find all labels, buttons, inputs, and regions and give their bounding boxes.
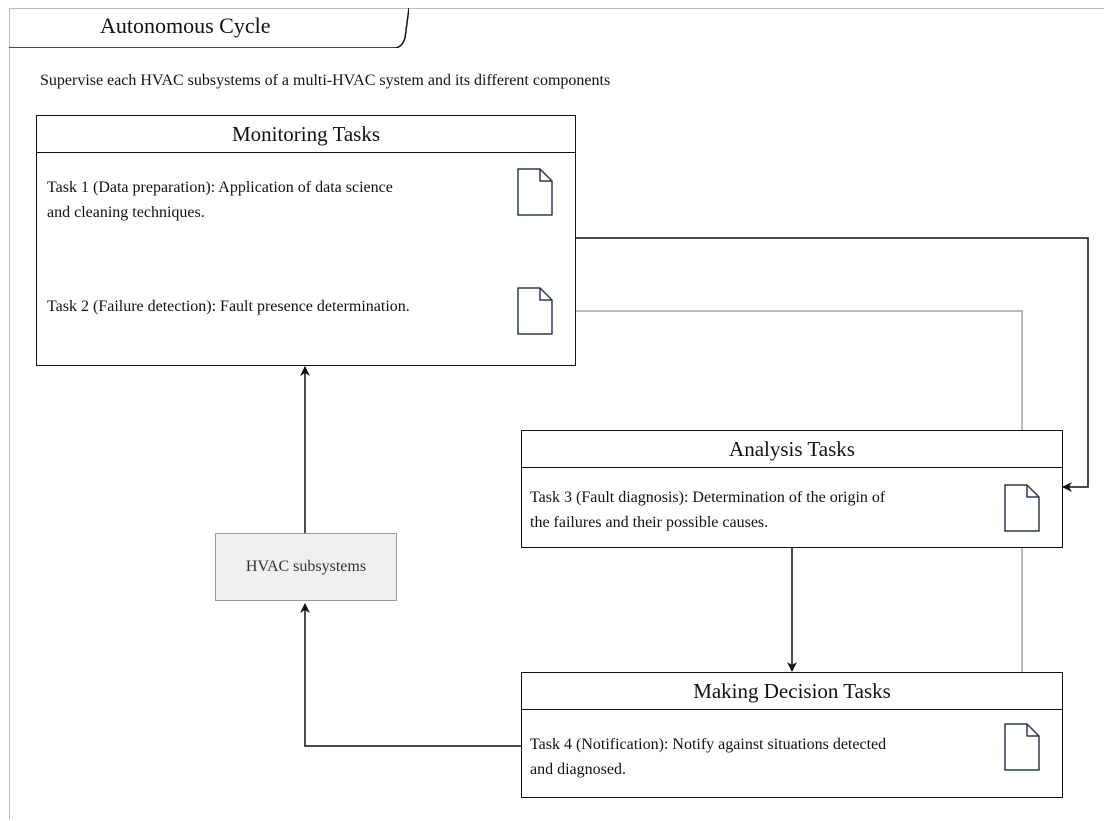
- task-3-document-icon: [1004, 484, 1040, 532]
- hvac-subsystems-box: HVAC subsystems: [215, 533, 397, 601]
- arrow-monitoring-to-analysis: [575, 237, 1089, 492]
- making-decision-tasks-box: Making Decision Tasks: [521, 672, 1063, 798]
- title-tab: [9, 8, 409, 48]
- task-1-document-icon: [517, 168, 553, 216]
- monitoring-tasks-header: Monitoring Tasks: [37, 116, 575, 153]
- diagram-title: Autonomous Cycle: [100, 13, 271, 38]
- task-2-document-icon: [517, 287, 553, 335]
- analysis-tasks-box: Analysis Tasks: [521, 430, 1063, 548]
- making-decision-tasks-header: Making Decision Tasks: [522, 673, 1062, 710]
- task-4-text: Task 4 (Notification): Notify against si…: [530, 736, 887, 778]
- task-4-document-icon: [1004, 723, 1040, 771]
- monitoring-tasks-box: Monitoring Tasks: [36, 115, 576, 366]
- task-2-text: Task 2 (Failure detection): Fault presen…: [47, 298, 410, 315]
- task-3-text: Task 3 (Fault diagnosis): Determination …: [530, 489, 886, 531]
- task-1-text: Task 1 (Data preparation): Application o…: [47, 179, 393, 221]
- arrow-decision-to-hvac: [300, 603, 522, 747]
- diagram-subtitle: Supervise each HVAC subsystems of a mult…: [40, 72, 611, 89]
- analysis-tasks-header: Analysis Tasks: [522, 431, 1062, 468]
- diagram-frame: [9, 8, 1104, 819]
- arrow-task2-to-task3: [563, 310, 1027, 485]
